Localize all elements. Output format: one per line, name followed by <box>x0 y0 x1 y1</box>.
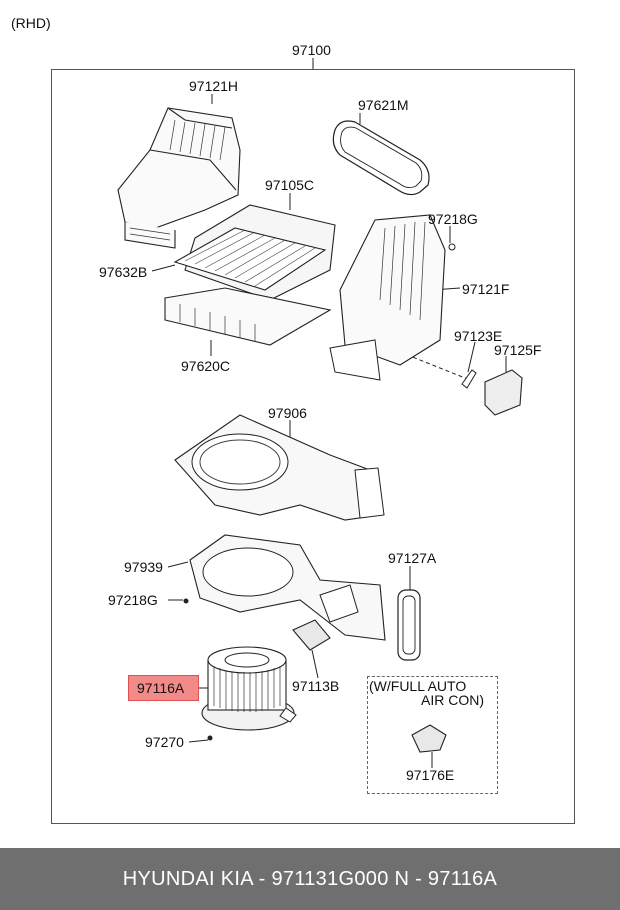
part-label-97125F: 97125F <box>494 342 542 358</box>
part-label-97123E: 97123E <box>454 328 503 344</box>
part-label-97105C: 97105C <box>265 177 315 193</box>
assembly-frame <box>51 69 575 824</box>
part-label-97632B: 97632B <box>99 264 148 280</box>
inset-title-line1: (W/FULL AUTO <box>369 678 467 694</box>
highlighted-part-box <box>128 675 199 701</box>
part-label-97121H: 97121H <box>189 78 239 94</box>
inset-title-line2: AIR CON) <box>421 692 484 708</box>
part-label-97621M: 97621M <box>358 97 409 113</box>
footer-text: HYUNDAI KIA - 971131G000 N - 97116A <box>122 868 498 890</box>
part-label-97121F: 97121F <box>462 281 510 297</box>
part-label-97218G-bottom: 97218G <box>108 592 158 608</box>
part-label-97939: 97939 <box>124 559 163 575</box>
part-label-97176E: 97176E <box>406 767 455 783</box>
footer-bar: HYUNDAI KIA - 971131G000 N - 97116A <box>0 848 620 910</box>
assembly-part-label: 97100 <box>292 42 331 58</box>
part-label-97127A: 97127A <box>388 550 437 566</box>
part-label-97113B: 97113B <box>292 678 340 694</box>
part-label-97906: 97906 <box>268 405 307 421</box>
auto-aircon-inset-box <box>367 676 498 794</box>
part-label-97218G-top: 97218G <box>428 211 478 227</box>
variant-label: (RHD) <box>11 15 51 31</box>
part-label-97620C: 97620C <box>181 358 231 374</box>
part-label-97116A: 97116A <box>137 680 185 696</box>
part-label-97270: 97270 <box>145 734 184 750</box>
